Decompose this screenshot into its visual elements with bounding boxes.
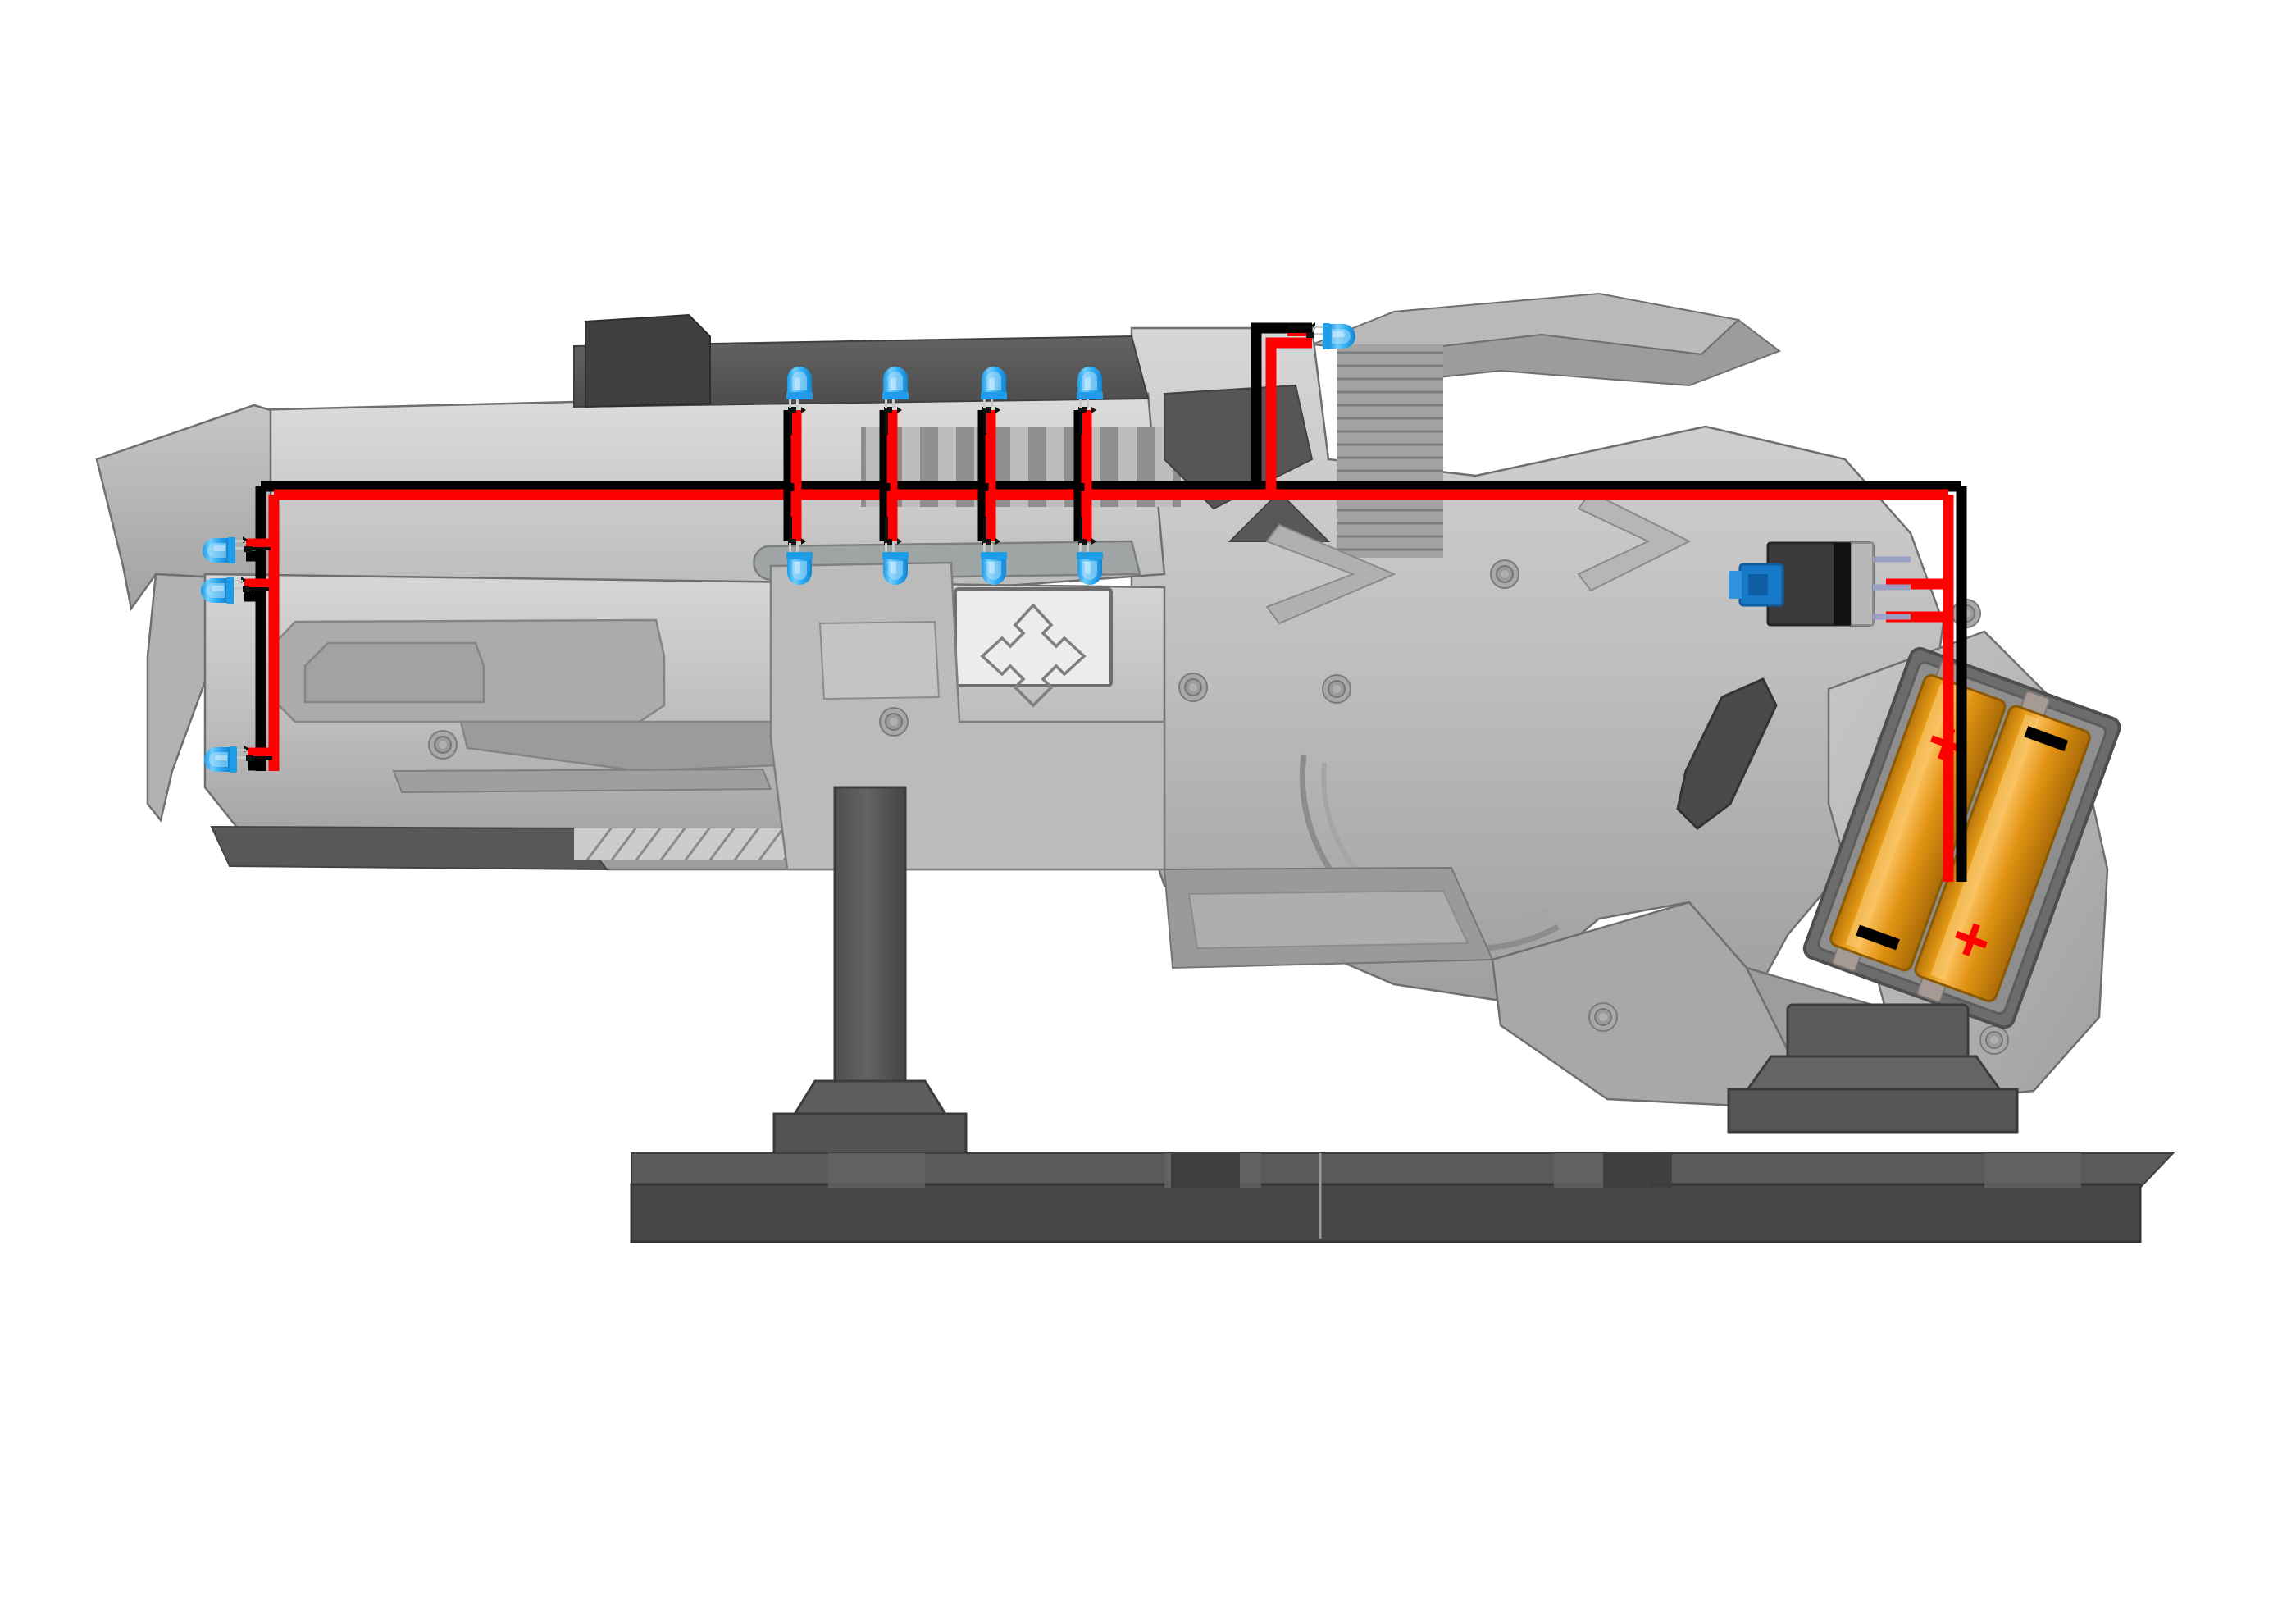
screw-forearm <box>428 730 458 760</box>
muzzle-led-taps <box>244 538 279 771</box>
stand-post-front <box>833 786 907 1117</box>
trigger-lever[interactable] <box>1676 677 1778 830</box>
battery-1-negative-marker <box>1856 924 1900 951</box>
stand-base-rear <box>1727 1088 2019 1134</box>
stand-base-front <box>772 1112 968 1156</box>
screw-grip <box>1979 1025 2009 1055</box>
screw-rear-wedge <box>1588 1002 1618 1032</box>
forearm-lever <box>459 720 838 773</box>
rear-vent-ribs <box>1337 344 1443 558</box>
display-stand <box>630 786 2175 1243</box>
four-point-star-icon <box>980 603 1086 708</box>
blaster-body <box>95 292 2109 1117</box>
switch-pins <box>1873 556 1911 620</box>
screw-midbody <box>879 707 909 737</box>
front-sight-block <box>585 313 711 408</box>
screw-receiver-front <box>1178 673 1208 702</box>
base-plate <box>630 1183 2142 1243</box>
screw-receiver-rear <box>1490 559 1519 589</box>
screw-lower-receiver <box>1322 674 1351 704</box>
slide-switch[interactable] <box>1729 541 1911 627</box>
negative-bus <box>255 322 1967 882</box>
positive-bus <box>268 337 1954 882</box>
battery-2-negative-marker <box>2024 726 2069 751</box>
crosshair-emblem-panel <box>954 587 1113 708</box>
